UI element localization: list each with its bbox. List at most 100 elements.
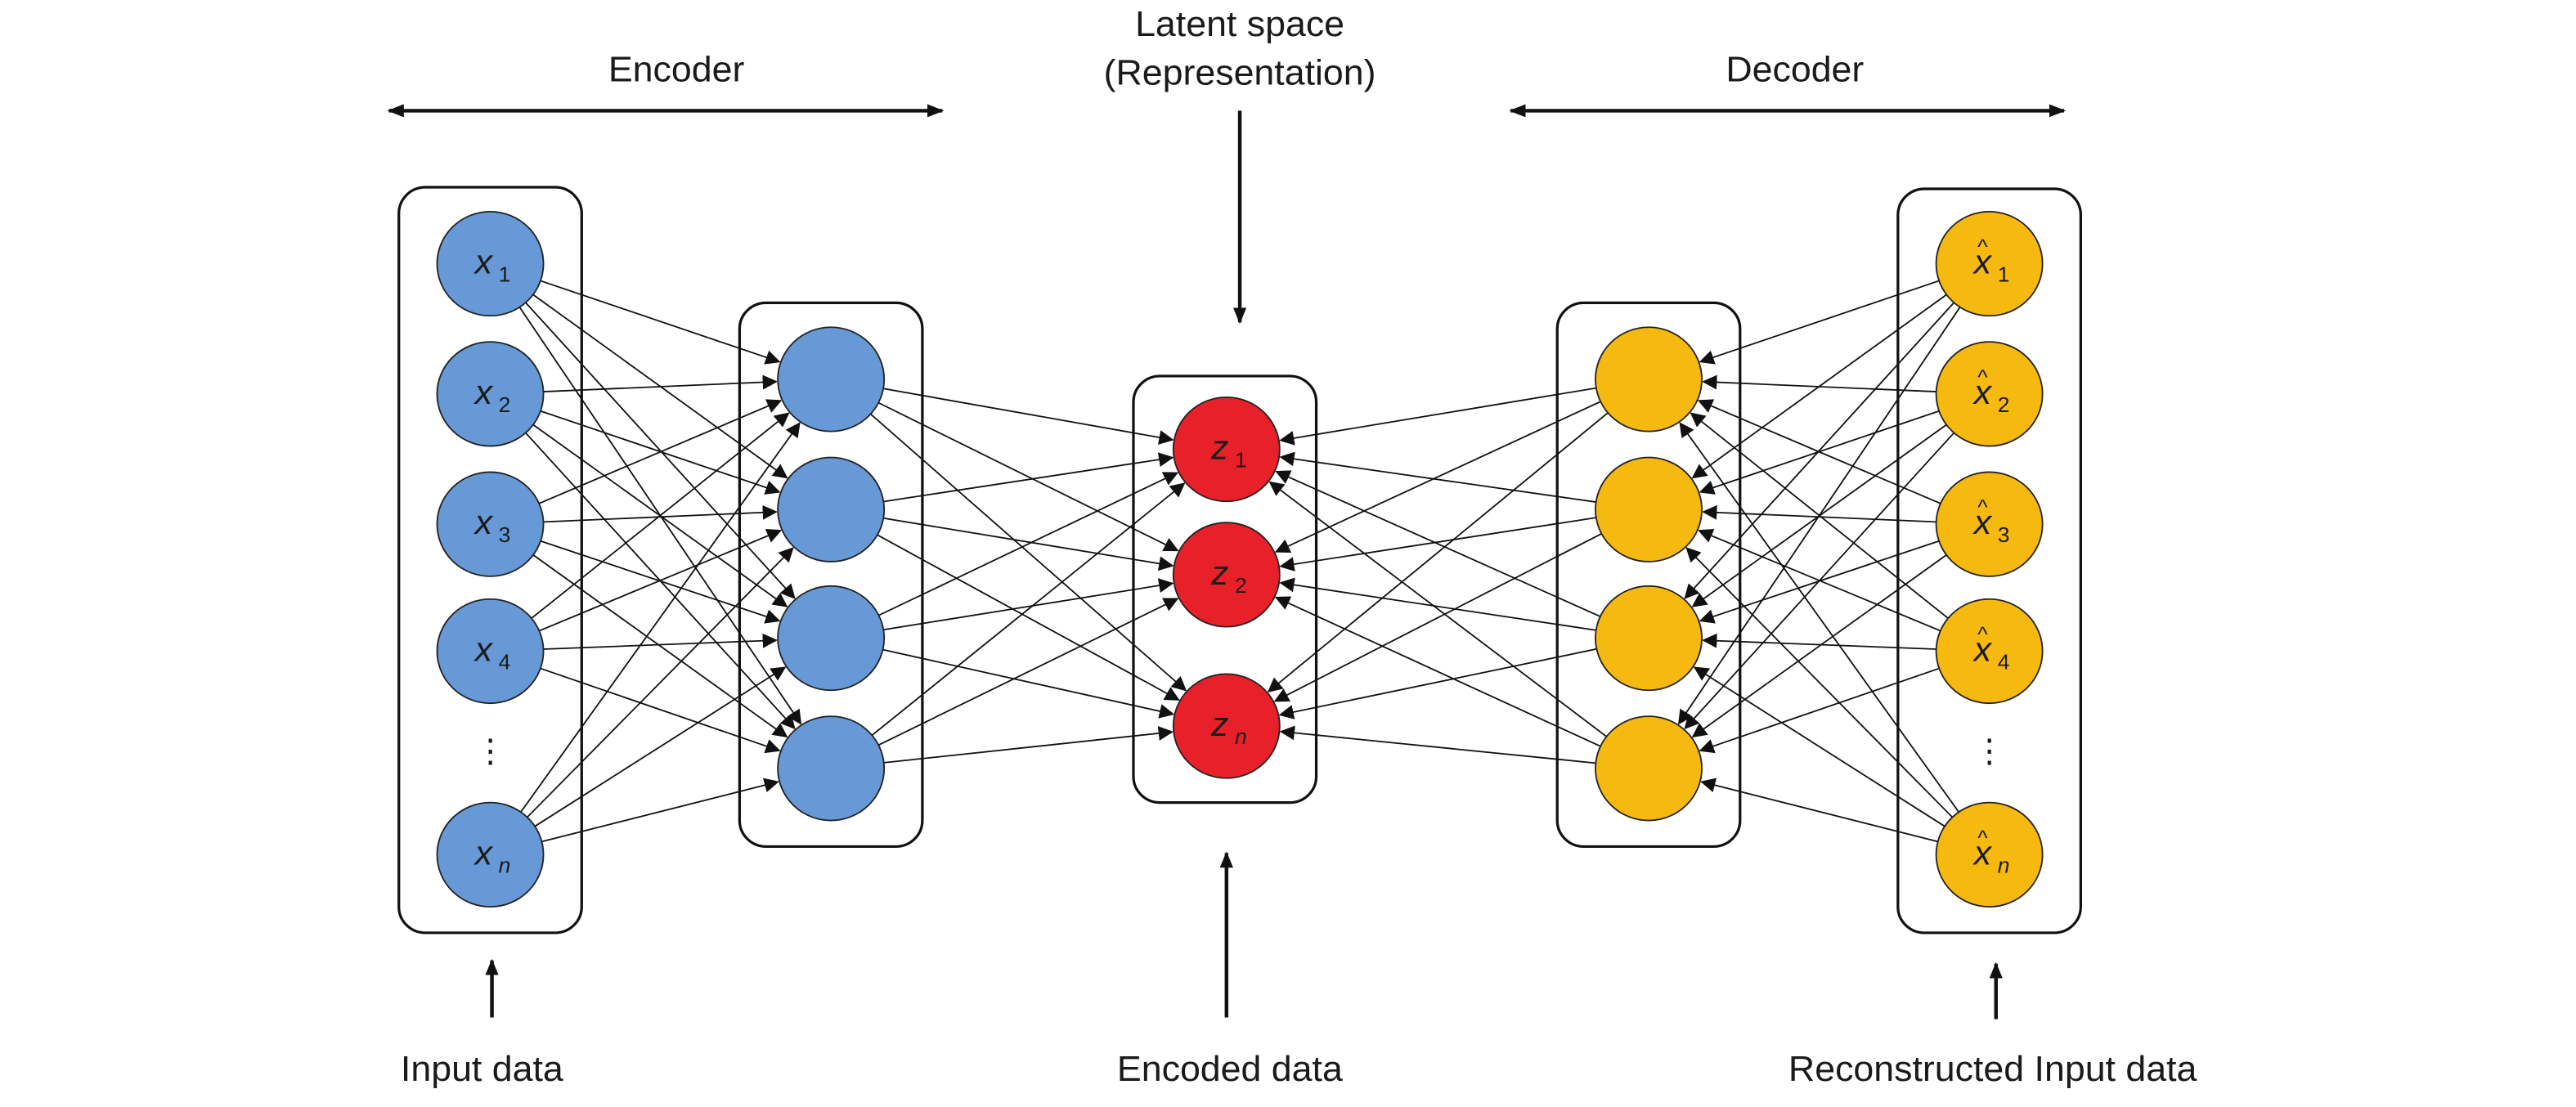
connection-input-5-to-enc-1: [520, 422, 801, 813]
connection-dec-4-to-latent-1: [1268, 481, 1608, 737]
connection-output-1-to-dec-3: [1684, 302, 1955, 599]
connection-output-4-to-dec-3: [1702, 633, 1936, 650]
connection-input-1-to-enc-1: [540, 280, 781, 365]
decoder-hidden-node-circle: [1595, 456, 1703, 562]
input-node-subscript: 2: [499, 392, 511, 417]
connection-dec-1-to-latent-2: [1274, 401, 1601, 554]
encoder-hidden-node-2: [777, 456, 886, 562]
encoder-hidden-node-circle: [777, 585, 886, 692]
decoder-hidden-node-circle: [1595, 715, 1703, 822]
connection-output-3-to-dec-2: [1702, 504, 1936, 523]
input-node-circle: [436, 471, 545, 577]
output-node-subscript: 3: [1998, 522, 2010, 547]
connection-enc-4-to-latent-1: [871, 482, 1186, 737]
output-ellipsis: ⋮: [1972, 733, 2006, 769]
output-node-subscript: n: [1998, 854, 2010, 878]
connection-output-4-to-dec-1: [1690, 412, 1949, 619]
output-node-label: x: [1972, 834, 1993, 872]
hat-accent: ^: [1977, 365, 1988, 389]
connection-enc-3-to-latent-2: [883, 578, 1174, 631]
decoder-hidden-box: [1555, 301, 1742, 849]
latent-node-subscript: 2: [1235, 573, 1247, 598]
connection-input-4-to-enc-3: [543, 633, 778, 650]
connection-input-5-to-enc-3: [534, 666, 787, 827]
connection-dec-1-to-latent-1: [1279, 387, 1597, 446]
latent-node-subscript: 1: [1235, 448, 1247, 473]
latent-node-circle: [1172, 396, 1281, 503]
hat-accent: ^: [1977, 495, 1988, 519]
connection-dec-2-to-latent-2: [1279, 517, 1596, 572]
output-node-circle: [1935, 598, 2044, 705]
encoder-hidden-node-1: [777, 326, 886, 432]
connection-output-5-to-dec-2: [1685, 547, 1954, 818]
connection-dec-4-to-latent-2: [1274, 596, 1601, 747]
decoder-label: Decoder: [1726, 50, 1864, 89]
input-layer-box: [397, 186, 583, 934]
input-node-subscript: 1: [499, 262, 511, 287]
connection-enc-3-to-latent-3: [882, 648, 1175, 719]
encoded-data-label: Encoded data: [1117, 1050, 1343, 1089]
latent-node-subscript: n: [1235, 724, 1247, 749]
input-data-label: Input data: [401, 1050, 563, 1089]
hat-accent: ^: [1977, 826, 1988, 850]
connection-output-4-to-dec-2: [1698, 528, 1941, 632]
input-node-circle: [436, 210, 545, 317]
input-node-label: x: [473, 503, 494, 541]
connection-enc-1-to-latent-2: [877, 401, 1179, 552]
encoder-hidden-box: [738, 301, 924, 849]
output-node-subscript: 1: [1998, 262, 2010, 287]
input-node-subscript: n: [499, 854, 511, 878]
input-node-subscript: 3: [499, 522, 511, 547]
output-node-circle: [1935, 801, 2044, 908]
connection-output-4-to-dec-4: [1699, 667, 1940, 754]
connection-output-2-to-dec-1: [1702, 374, 1936, 392]
connections: [518, 280, 1961, 843]
connection-input-2-to-enc-1: [543, 374, 778, 392]
output-node-circle: [1935, 471, 2044, 577]
encoder-hidden-node-4: [777, 715, 886, 822]
connection-enc-1-to-latent-1: [882, 388, 1174, 445]
encoder-hidden-node-circle: [777, 326, 886, 432]
decoder-hidden-node-4: [1595, 715, 1703, 822]
input-node-label: x: [473, 630, 494, 669]
encoder-hidden-node-3: [777, 585, 886, 692]
input-node-circle: [436, 598, 545, 705]
decoder-hidden-node-2: [1595, 456, 1703, 562]
input-node-label: x: [473, 834, 494, 872]
output-layer-box: [1896, 187, 2083, 934]
output-node-subscript: 4: [1998, 650, 2010, 675]
reconstructed-data-label: Reconstructed Input data: [1788, 1050, 2197, 1089]
latent-node-circle: [1172, 673, 1281, 779]
input-node-circle: [436, 801, 545, 908]
output-node-subscript: 2: [1998, 392, 2010, 417]
connection-enc-3-to-latent-1: [878, 472, 1179, 616]
input-node-circle: [436, 341, 545, 447]
connection-input-5-to-enc-2: [527, 547, 794, 818]
connection-input-5-to-enc-4: [541, 778, 779, 843]
decoder-hidden-node-3: [1595, 585, 1703, 692]
input-node-label: x: [473, 373, 494, 411]
connection-enc-4-to-latent-2: [877, 598, 1179, 746]
output-node-label: x: [1972, 503, 1993, 541]
connection-dec-3-to-latent-3: [1278, 648, 1597, 719]
connection-output-5-to-dec-3: [1693, 666, 1945, 827]
encoder-label: Encoder: [608, 50, 745, 89]
latent-node-circle: [1172, 522, 1281, 628]
decoder-hidden-node-circle: [1595, 326, 1703, 432]
input-node-label: x: [473, 243, 494, 281]
connection-enc-1-to-latent-3: [869, 413, 1187, 692]
connection-dec-3-to-latent-1: [1275, 470, 1601, 617]
